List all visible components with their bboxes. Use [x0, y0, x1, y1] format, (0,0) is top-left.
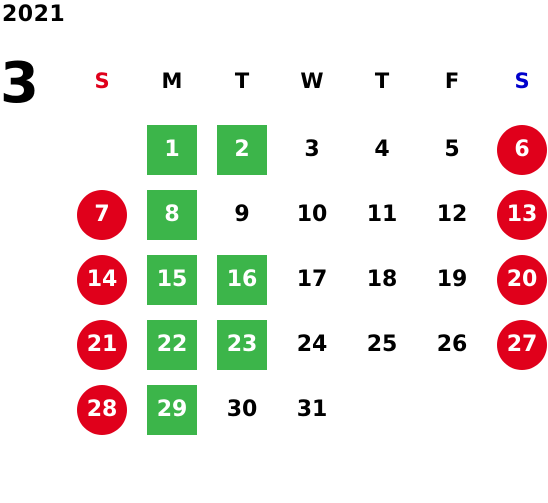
day-number: 27 [497, 320, 547, 370]
day-cell-sunday[interactable]: 7 [67, 185, 137, 250]
day-number: 1 [147, 125, 197, 175]
day-cell-friday[interactable]: 19 [417, 250, 487, 315]
day-cell-saturday[interactable]: 27 [487, 315, 548, 380]
day-cell-friday[interactable]: 12 [417, 185, 487, 250]
day-cell-saturday[interactable]: 13 [487, 185, 548, 250]
weekday-wednesday: W [300, 69, 324, 93]
day-cell-thursday[interactable]: 11 [347, 185, 417, 250]
day-cell-saturday[interactable]: 6 [487, 120, 548, 185]
day-cell-tuesday[interactable]: 2 [207, 120, 277, 185]
day-cell-wednesday[interactable]: 3 [277, 120, 347, 185]
day-cell-sunday[interactable]: 21 [67, 315, 137, 380]
day-number: 9 [234, 202, 250, 227]
month-number: 3 [0, 51, 39, 116]
day-number: 8 [147, 190, 197, 240]
day-cell-wednesday[interactable]: 31 [277, 380, 347, 445]
year-label: 2021 [2, 2, 66, 27]
day-cell-tuesday[interactable]: 16 [207, 250, 277, 315]
weekday-tuesday: T [234, 69, 250, 93]
day-cell-monday[interactable]: 15 [137, 250, 207, 315]
day-number: 20 [497, 255, 547, 305]
day-number: 15 [147, 255, 197, 305]
day-cell-wednesday[interactable]: 24 [277, 315, 347, 380]
weekday-friday: F [444, 69, 460, 93]
day-cell-thursday [347, 380, 417, 445]
day-number: 6 [497, 125, 547, 175]
day-cell-sunday[interactable]: 14 [67, 250, 137, 315]
day-cell-friday[interactable]: 5 [417, 120, 487, 185]
weekday-thursday: T [374, 69, 390, 93]
day-number: 7 [77, 190, 127, 240]
day-cell-monday[interactable]: 22 [137, 315, 207, 380]
day-cell-wednesday[interactable]: 17 [277, 250, 347, 315]
day-cell-thursday[interactable]: 25 [347, 315, 417, 380]
day-number: 10 [296, 202, 328, 227]
day-cell-thursday[interactable]: 4 [347, 120, 417, 185]
day-number: 16 [217, 255, 267, 305]
day-number: 17 [296, 267, 328, 292]
day-number: 30 [226, 397, 258, 422]
day-number: 18 [366, 267, 398, 292]
day-number: 24 [296, 332, 328, 357]
day-cell-sunday[interactable]: 28 [67, 380, 137, 445]
day-cell-saturday [487, 380, 548, 445]
day-number: 11 [366, 202, 398, 227]
day-cell-monday[interactable]: 29 [137, 380, 207, 445]
day-number: 23 [217, 320, 267, 370]
day-number: 28 [77, 385, 127, 435]
day-cell-sunday [67, 120, 137, 185]
day-cell-wednesday[interactable]: 10 [277, 185, 347, 250]
day-number: 29 [147, 385, 197, 435]
weekday-monday: M [161, 69, 183, 93]
day-number: 5 [444, 137, 460, 162]
day-number: 4 [374, 137, 390, 162]
day-number: 26 [436, 332, 468, 357]
day-cell-thursday[interactable]: 18 [347, 250, 417, 315]
day-cell-monday[interactable]: 8 [137, 185, 207, 250]
weekday-sunday: S [94, 69, 110, 93]
day-number: 2 [217, 125, 267, 175]
day-number: 13 [497, 190, 547, 240]
day-number: 31 [296, 397, 328, 422]
day-cell-tuesday[interactable]: 23 [207, 315, 277, 380]
day-number: 14 [77, 255, 127, 305]
day-cell-friday[interactable]: 26 [417, 315, 487, 380]
day-number: 3 [304, 137, 320, 162]
day-cell-friday [417, 380, 487, 445]
weekday-saturday: S [514, 69, 530, 93]
day-number: 25 [366, 332, 398, 357]
day-number: 12 [436, 202, 468, 227]
day-cell-monday[interactable]: 1 [137, 120, 207, 185]
weekday-header: S M T W T F S [67, 62, 548, 100]
day-number: 22 [147, 320, 197, 370]
day-number: 21 [77, 320, 127, 370]
day-cell-tuesday[interactable]: 30 [207, 380, 277, 445]
day-number: 19 [436, 267, 468, 292]
day-cell-tuesday[interactable]: 9 [207, 185, 277, 250]
day-cell-saturday[interactable]: 20 [487, 250, 548, 315]
